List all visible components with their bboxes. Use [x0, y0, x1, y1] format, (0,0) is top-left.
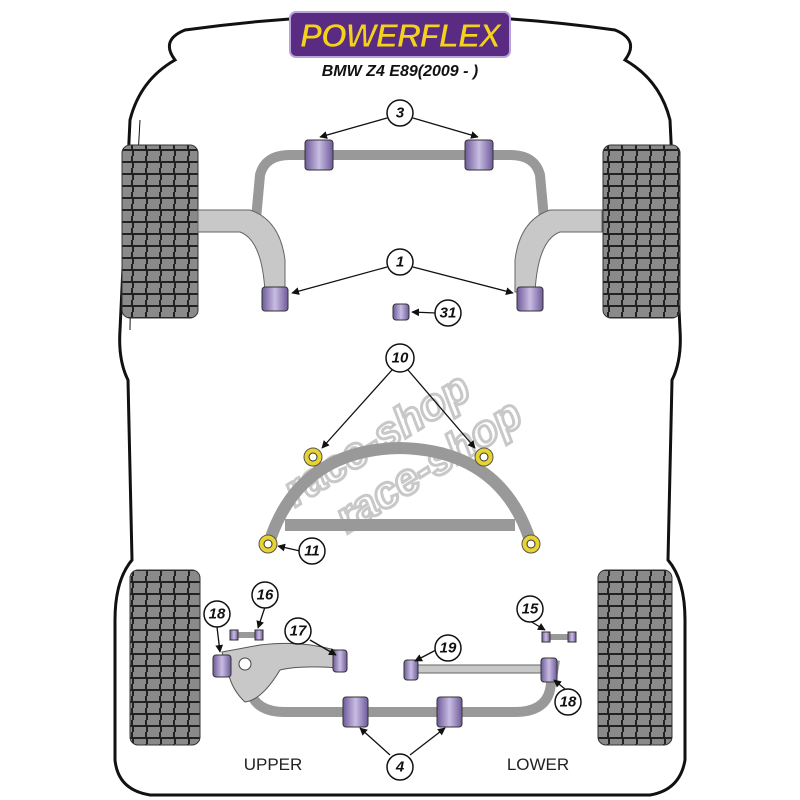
svg-text:17: 17: [290, 623, 307, 640]
caption-upper: UPPER: [244, 755, 303, 774]
bush-19: [403, 659, 419, 681]
bush-17: [332, 649, 348, 673]
bush-4-right: [436, 696, 463, 728]
svg-text:3: 3: [396, 105, 405, 122]
svg-text:19: 19: [440, 640, 457, 657]
callout-31: 31: [434, 299, 462, 327]
callout-11: 11: [298, 537, 326, 565]
lower-rear-arm: [409, 664, 551, 674]
callout-3: 3: [386, 99, 414, 127]
svg-text:10: 10: [392, 350, 409, 367]
callout-16: 16: [251, 581, 279, 609]
bush-10-right: [474, 447, 494, 467]
svg-text:POWERFLEX: POWERFLEX: [300, 17, 503, 54]
svg-text:15: 15: [522, 601, 539, 618]
svg-text:18: 18: [560, 694, 577, 711]
bush-3-left: [304, 139, 334, 171]
tire-rear-left: [129, 569, 201, 746]
bush-11-left: [258, 534, 278, 554]
bush-15: [541, 631, 577, 643]
callout-15: 15: [516, 595, 544, 623]
rear-subframe: [264, 441, 536, 542]
bush-1-right: [516, 286, 544, 312]
bush-18-right: [540, 657, 558, 683]
callout-18-right: 18: [554, 688, 582, 716]
svg-text:4: 4: [395, 759, 405, 776]
tire-rear-right: [597, 569, 673, 746]
callout-19: 19: [434, 634, 462, 662]
model-title: BMW Z4 E89(2009 - ): [322, 63, 478, 80]
bush-10-left: [303, 447, 323, 467]
svg-text:1: 1: [396, 254, 404, 271]
svg-text:18: 18: [209, 606, 226, 623]
callout-4: 4: [386, 753, 414, 781]
callout-17: 17: [284, 617, 312, 645]
callout-18-left: 18: [203, 600, 231, 628]
caption-lower: LOWER: [507, 755, 569, 774]
tire-front-left: [121, 144, 199, 319]
callout-1: 1: [386, 248, 414, 276]
tire-front-right: [602, 144, 681, 319]
bush-16: [229, 629, 264, 641]
bush-11-right: [521, 534, 541, 554]
svg-text:16: 16: [257, 587, 274, 604]
bush-4-left: [342, 696, 369, 728]
powerflex-logo: POWERFLEX: [289, 11, 511, 58]
front-anti-roll-bar: [250, 150, 550, 231]
leader-lines: [215, 117, 566, 756]
bush-1-left: [261, 286, 289, 312]
bush-18-left: [212, 654, 232, 678]
bush-31: [392, 303, 410, 321]
callout-10: 10: [385, 343, 415, 373]
svg-text:31: 31: [440, 305, 457, 322]
svg-text:11: 11: [304, 543, 320, 560]
bush-3-right: [464, 139, 494, 171]
upper-rear-arm: [221, 642, 341, 703]
